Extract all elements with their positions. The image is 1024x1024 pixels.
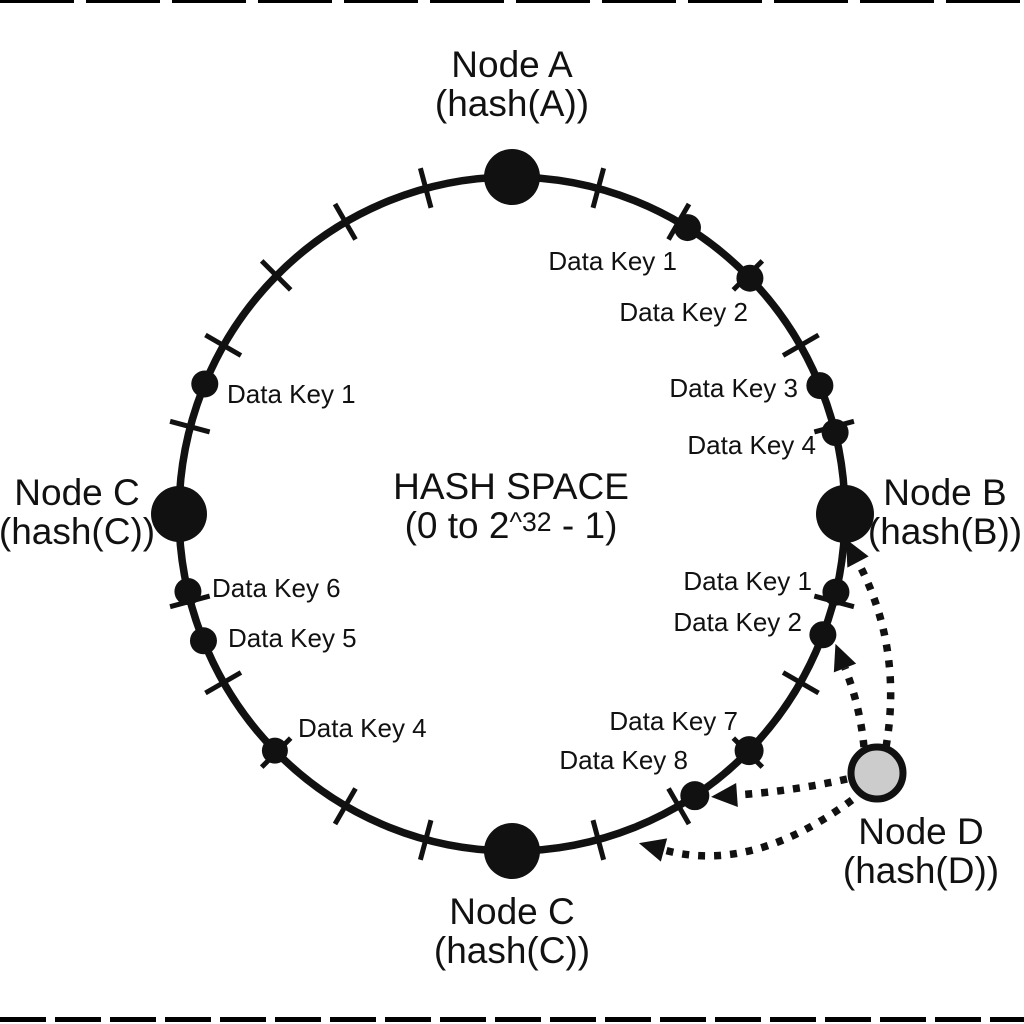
node-d-circle bbox=[847, 743, 907, 803]
data-key-label: Data Key 1 bbox=[683, 566, 812, 596]
data-key-dot bbox=[806, 372, 834, 400]
node-name: Node D bbox=[858, 811, 984, 852]
hash-space-range: (0 to 2^32 - 1) bbox=[393, 504, 629, 546]
arrow-head-to-node-b bbox=[845, 538, 869, 568]
node-hash: (hash(C)) bbox=[0, 510, 156, 552]
data-key-label: Data Key 1 bbox=[548, 246, 677, 276]
node-d-label: Node D(hash(D)) bbox=[842, 811, 1000, 891]
data-key-dot bbox=[191, 370, 219, 398]
routing-arrow-to-node-b bbox=[854, 560, 895, 748]
range-suffix: - 1) bbox=[551, 504, 618, 546]
data-key-dot bbox=[261, 737, 288, 764]
ring-node-dot-0 bbox=[484, 149, 540, 205]
routing-arrow-to-data-key-2 bbox=[841, 666, 868, 748]
arrow-head-to-ring-southwest bbox=[638, 838, 668, 862]
data-key-dot bbox=[821, 418, 849, 446]
arrow-head-to-data-key-8 bbox=[711, 783, 738, 807]
data-key-label: Data Key 7 bbox=[609, 706, 738, 736]
node-name: Node B bbox=[883, 472, 1007, 513]
ring-node-label-2: Node C(hash(C)) bbox=[0, 472, 156, 552]
data-key-dot bbox=[822, 578, 850, 606]
ring-node-label-3: Node C(hash(C)) bbox=[433, 891, 591, 971]
ring-node-dot-3 bbox=[484, 823, 540, 879]
data-key-label: Data Key 2 bbox=[673, 607, 802, 637]
data-key-dot bbox=[680, 781, 710, 811]
scan-artifact-bottom bbox=[0, 1017, 1024, 1022]
data-key-label: Data Key 4 bbox=[687, 430, 816, 460]
ring-node-label-1: Node B(hash(B)) bbox=[867, 472, 1023, 552]
data-key-label: Data Key 3 bbox=[669, 373, 798, 403]
node-hash: (hash(B)) bbox=[867, 510, 1023, 552]
node-name: Node C bbox=[14, 472, 140, 513]
data-key-dot bbox=[734, 736, 764, 766]
hash-space-title: HASH SPACE bbox=[393, 466, 629, 507]
data-key-dot bbox=[174, 578, 202, 606]
data-key-label: Data Key 6 bbox=[212, 573, 341, 603]
data-key-dot bbox=[673, 214, 701, 242]
data-key-label: Data Key 5 bbox=[228, 623, 357, 653]
node-hash: (hash(A)) bbox=[434, 82, 590, 124]
data-key-dot bbox=[736, 264, 764, 292]
range-exponent: ^32 bbox=[509, 506, 552, 537]
node-hash: (hash(D)) bbox=[842, 849, 1000, 891]
data-key-label: Data Key 4 bbox=[298, 713, 427, 743]
data-key-label: Data Key 1 bbox=[227, 379, 356, 409]
ring-node-dot-2 bbox=[151, 486, 207, 542]
data-key-label: Data Key 2 bbox=[619, 297, 748, 327]
scan-artifact-top bbox=[0, 0, 1024, 3]
ring-node-label-0: Node A(hash(A)) bbox=[434, 44, 590, 124]
node-hash: (hash(C)) bbox=[433, 929, 591, 971]
hash-space-label: HASH SPACE (0 to 2^32 - 1) bbox=[393, 466, 629, 546]
range-prefix: (0 to 2 bbox=[404, 504, 510, 546]
data-key-dot bbox=[809, 621, 837, 649]
ring-node-dot-1 bbox=[816, 485, 874, 543]
node-name: Node A bbox=[451, 44, 573, 85]
arrow-head-to-data-key-2 bbox=[833, 643, 857, 673]
data-key-label: Data Key 8 bbox=[559, 745, 688, 775]
routing-arrow-to-data-key-8 bbox=[736, 775, 848, 799]
routing-arrow-to-ring-southwest bbox=[663, 796, 855, 860]
node-name: Node C bbox=[449, 891, 575, 932]
data-key-dot bbox=[189, 627, 217, 655]
